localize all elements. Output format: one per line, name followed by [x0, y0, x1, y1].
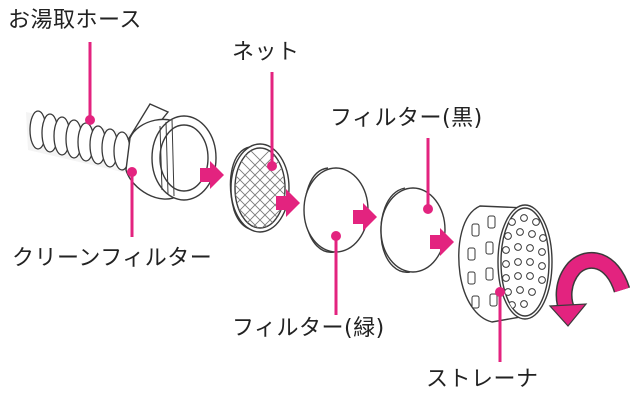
label-filter-green: フィルター(緑)	[232, 316, 385, 341]
label-strainer: ストレーナ	[426, 367, 539, 392]
strainer	[458, 204, 553, 323]
leader-dot-hose	[85, 115, 95, 125]
hot-water-hose	[26, 110, 150, 178]
flow-arrow-1	[200, 161, 224, 189]
label-hot-water-hose: お湯取ホース	[8, 8, 142, 33]
leader-dot-filter-black	[423, 204, 433, 214]
clean-filter	[125, 103, 217, 201]
filter-green	[303, 167, 369, 253]
flow-arrow-2	[276, 189, 300, 217]
leader-dot-net	[267, 161, 277, 171]
leader-dot-filter-green	[331, 231, 341, 241]
leader-dot-strainer	[495, 287, 505, 297]
label-filter-black: フィルター(黒)	[330, 106, 483, 131]
leader-lines	[85, 42, 505, 362]
filter-black	[380, 187, 446, 273]
flow-arrow-3	[353, 203, 377, 231]
label-net: ネット	[232, 40, 300, 65]
leader-dot-clean-filter	[127, 167, 137, 177]
flow-arrows	[200, 161, 454, 256]
label-clean-filter: クリーンフィルター	[12, 246, 213, 271]
flow-arrow-4	[430, 228, 454, 256]
rotation-arrow	[548, 251, 630, 327]
